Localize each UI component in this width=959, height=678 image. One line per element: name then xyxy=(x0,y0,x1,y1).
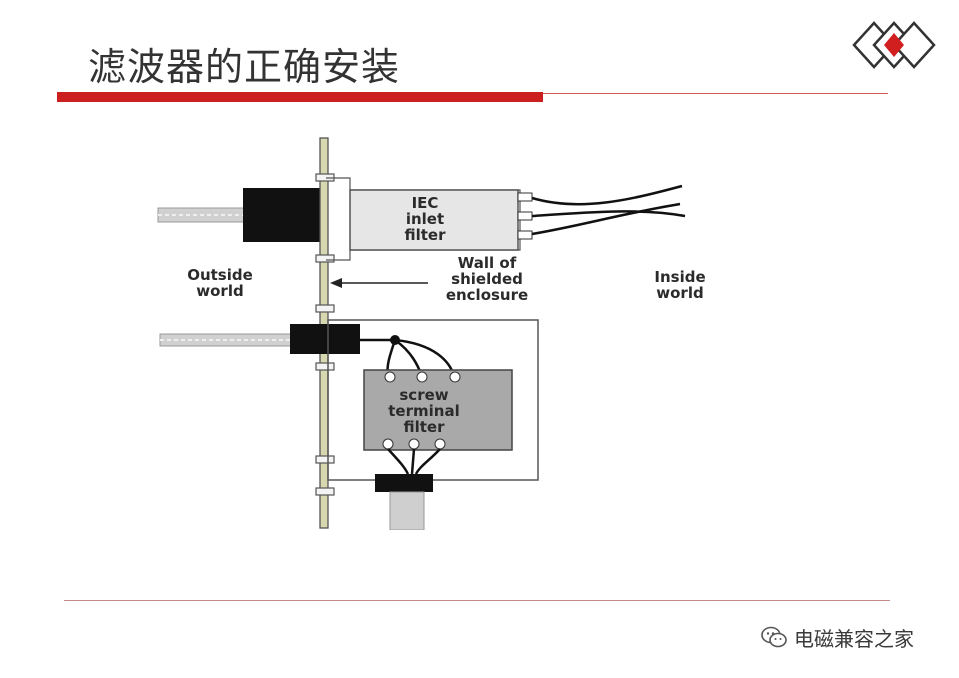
flange-screws xyxy=(315,173,335,496)
screw-filter-label-1: screw xyxy=(399,386,448,404)
iec-filter-label-3: filter xyxy=(404,226,446,244)
inside-world-label-2: world xyxy=(656,284,703,302)
terminal-screws xyxy=(382,371,461,450)
wall-pointer-arrow xyxy=(330,278,428,288)
watermark: 电磁兼容之家 xyxy=(760,622,914,652)
wall-label-2: shielded xyxy=(451,270,523,288)
wall-label-1: Wall of xyxy=(458,254,517,272)
iec-inlet-filter xyxy=(349,189,519,251)
iec-filter-label-2: inlet xyxy=(406,210,444,228)
lower-cable-gland xyxy=(375,474,433,492)
filter-installation-diagram: IEC inlet filter Outside world Wall of s… xyxy=(157,137,706,530)
outside-world-label-1: Outside xyxy=(187,266,253,284)
company-logo xyxy=(852,21,936,69)
wall-label-3: enclosure xyxy=(446,286,528,304)
page-title: 滤波器的正确安装 xyxy=(88,45,401,89)
lower-cable xyxy=(389,491,425,530)
screw-filter-label-2: terminal xyxy=(388,402,459,420)
footer-divider-line xyxy=(64,600,890,601)
screw-filter-label-3: filter xyxy=(403,418,445,436)
output-wires xyxy=(387,448,441,475)
watermark-text: 电磁兼容之家 xyxy=(794,626,914,651)
title-divider-line xyxy=(543,93,888,94)
outside-world-label-2: world xyxy=(196,282,243,300)
cable-gland xyxy=(290,324,360,354)
inside-world-label-1: Inside xyxy=(654,268,705,286)
screw-terminal-filter xyxy=(363,369,513,451)
inside-wires xyxy=(531,184,686,236)
wechat-icon xyxy=(761,626,787,648)
title-accent-bar xyxy=(57,92,543,102)
iec-filter-label-1: IEC xyxy=(412,194,439,212)
iec-connector-body xyxy=(243,188,323,242)
